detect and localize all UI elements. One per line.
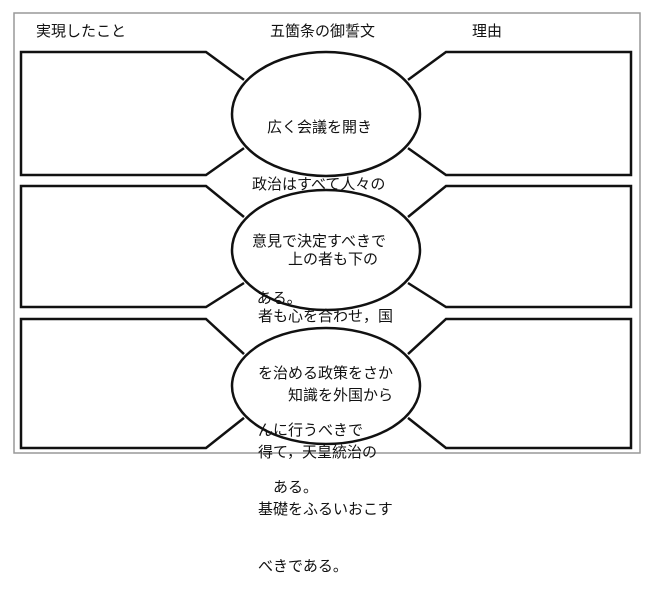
article-line: 広く会議を開き [252, 118, 373, 136]
article-line: 基礎をふるいおこす [258, 500, 393, 518]
header-reason: 理由 [472, 22, 503, 40]
article-line: 上の者も下の [258, 250, 379, 268]
realized-answer-box-2 [19, 184, 245, 309]
article-line: 者も心を合わせ，国 [258, 307, 394, 325]
article-line: 政治はすべて人々の [252, 175, 386, 193]
article-line: 知識を外国から [258, 386, 394, 404]
article-ellipse-2 [230, 188, 422, 312]
realized-answer-box-1 [19, 50, 245, 177]
reason-answer-box-3 [407, 317, 633, 450]
header-charter-oath: 五箇条の御誓文 [270, 22, 376, 40]
article-line: べきである。 [258, 557, 348, 575]
article-line: 得て，天皇統治の [258, 443, 377, 461]
worksheet-diagram [13, 12, 641, 454]
reason-answer-box-1 [407, 50, 633, 177]
article-1-text: 広く会議を開き 政治はすべて人々の 意見で決定すべきで ある。 [252, 80, 386, 327]
article-line: んに行うべきで [258, 421, 364, 439]
header-realized: 実現したこと [36, 22, 127, 40]
article-line: ある。 [252, 289, 302, 307]
article-line: 意見で決定すべきで [252, 232, 386, 250]
realized-answer-box-3 [19, 317, 245, 450]
article-3-text: 知識を外国から 得て，天皇統治の 基礎をふるいおこす べきである。 [258, 348, 393, 595]
outer-frame [13, 12, 641, 454]
article-ellipse-1 [230, 50, 422, 178]
article-line: を治める政策をさか [258, 364, 394, 382]
reason-answer-box-2 [407, 184, 633, 309]
article-ellipse-3 [230, 326, 422, 446]
